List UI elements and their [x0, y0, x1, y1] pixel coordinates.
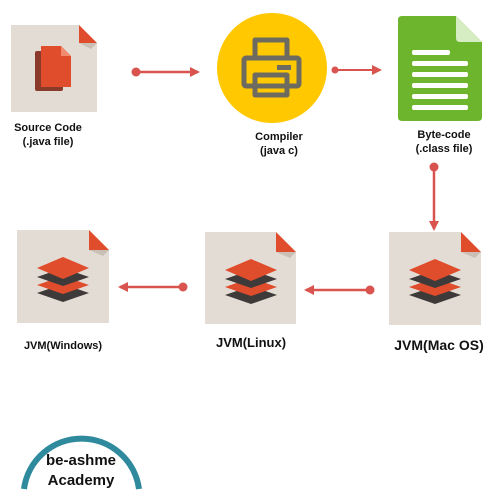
bytecode-label: Byte-code (.class file) — [415, 129, 473, 156]
document-icon — [11, 25, 97, 112]
arrow-source-to-compiler — [131, 67, 200, 77]
bytecode-node — [398, 16, 482, 126]
jvm-mac-node — [389, 232, 481, 330]
logo-line2: Academy — [47, 472, 115, 489]
layers-document-icon — [17, 230, 109, 323]
source-code-label: Source Code (.java file) — [14, 122, 82, 149]
arrow-jvm-linux-to-jvm-windows — [118, 282, 188, 292]
printer-icon — [217, 13, 327, 123]
jvm-linux-node — [205, 232, 296, 329]
jvm-windows-label: JVM(Windows) — [23, 340, 103, 352]
layers-document-icon — [205, 232, 296, 324]
compiler-node — [217, 13, 327, 128]
jvm-linux-label: JVM(Linux) — [215, 335, 287, 350]
jvm-mac-label: JVM(Mac OS) — [394, 337, 484, 353]
logo-line1: be-ashme — [45, 452, 117, 469]
jvm-windows-node — [17, 230, 109, 328]
arrow-compiler-to-bytecode — [331, 65, 382, 75]
arrow-bytecode-to-jvm-mac — [429, 162, 439, 231]
arrow-jvm-mac-to-jvm-linux — [304, 285, 375, 295]
layers-document-icon — [389, 232, 481, 325]
text-document-icon — [398, 16, 482, 121]
compiler-label: Compiler (java c) — [255, 131, 303, 158]
source-code-node — [11, 25, 97, 117]
